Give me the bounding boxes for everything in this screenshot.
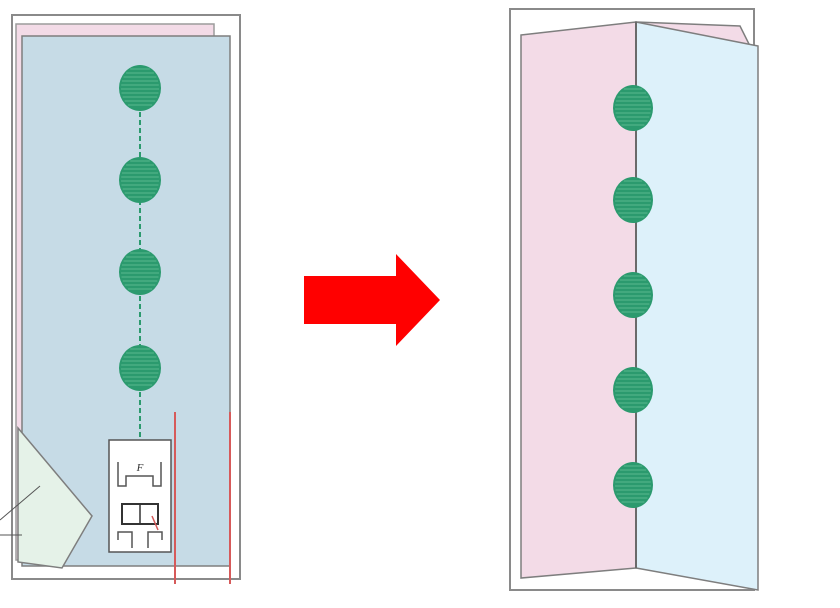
right-panel [509, 8, 759, 591]
tear-away-stabilizer [17, 425, 93, 569]
right-arrow-icon [304, 254, 440, 346]
left-embroidered-dot-2 [119, 157, 161, 203]
right-embroidered-dot-5 [613, 462, 653, 508]
presser-foot-heel [117, 531, 163, 548]
right-embroidered-dot-3 [613, 272, 653, 318]
right-embroidered-dot-1 [613, 85, 653, 131]
left-embroidered-dot-4 [119, 345, 161, 391]
presser-foot-body [108, 439, 172, 553]
left-embroidered-dot-1 [119, 65, 161, 111]
left-panel: F [0, 14, 241, 584]
presser-foot-toes [117, 462, 162, 487]
presser-foot: F [108, 439, 172, 553]
open-blue-fabric [635, 21, 759, 591]
presser-foot-letter: F [136, 462, 144, 474]
left-dots-group [119, 65, 161, 391]
right-dots-group [613, 85, 653, 508]
right-embroidered-dot-2 [613, 177, 653, 223]
stabilizer-pointer-line [0, 485, 41, 521]
left-embroidered-dot-3 [119, 249, 161, 295]
right-embroidered-dot-4 [613, 367, 653, 413]
presser-foot-red-mark [151, 515, 159, 531]
